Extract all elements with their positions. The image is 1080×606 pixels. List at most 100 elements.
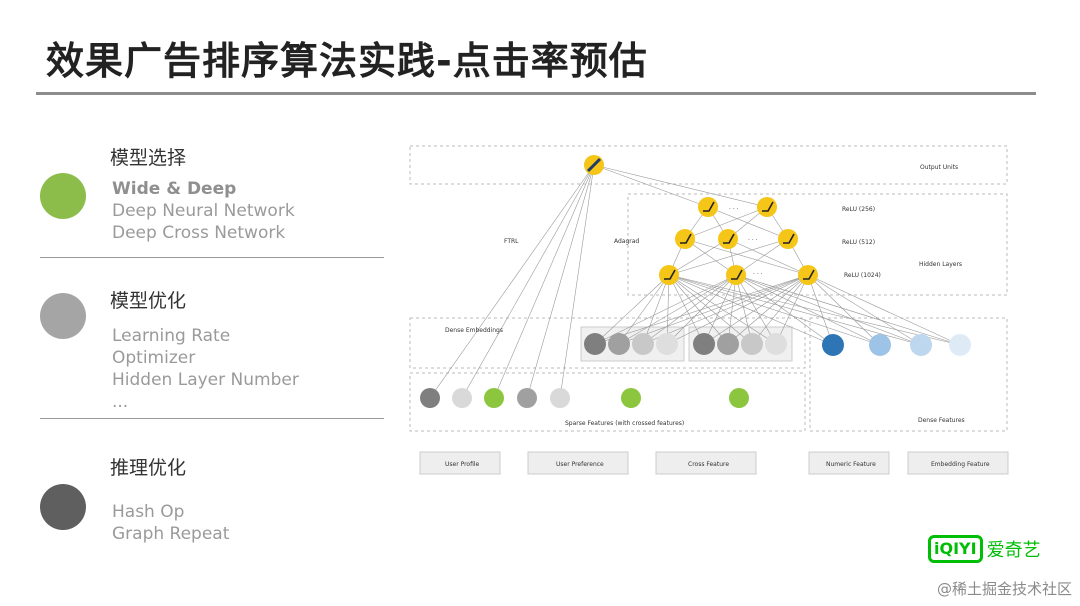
sparse-feature-node — [517, 388, 537, 408]
connection-line — [735, 274, 753, 345]
section-divider — [40, 418, 384, 419]
section-heading: 推理优化 — [110, 457, 187, 479]
output-node — [584, 155, 604, 175]
logo-text: 爱奇艺 — [986, 540, 1041, 561]
relu-node — [778, 229, 798, 249]
output-units-box — [409, 145, 1008, 185]
adagrad-label: Adagrad — [614, 238, 639, 245]
relu-512-label: ReLU (512) — [842, 239, 875, 246]
relu-node-circle — [726, 265, 746, 285]
connection-lines — [429, 164, 961, 399]
connection-line — [618, 274, 809, 345]
relu-node — [659, 265, 679, 285]
section-inference-optimization: 推理优化 Hash Op Graph Repeat — [40, 450, 384, 550]
connection-line — [727, 274, 809, 345]
page-title: 效果广告排序算法实践-点击率预估 — [46, 39, 648, 83]
ftrl-label: FTRL — [504, 238, 519, 245]
sparse-feature-node — [729, 388, 749, 408]
relu-icon — [762, 201, 774, 212]
ellipsis: · · · — [753, 271, 763, 278]
section-bullet-icon — [40, 173, 86, 219]
connection-line — [642, 274, 809, 345]
connection-line — [642, 274, 670, 345]
connection-line — [559, 164, 595, 399]
list-item: Hash Op — [112, 502, 185, 522]
connection-line — [807, 274, 834, 346]
connection-line — [668, 274, 705, 345]
connection-line — [727, 274, 737, 345]
legend-label: Cross Feature — [688, 461, 729, 468]
connection-line — [735, 274, 834, 346]
relu-node — [798, 265, 818, 285]
ellipsis: · · · — [729, 206, 739, 213]
section-items: Learning Rate Optimizer Hidden Layer Num… — [112, 325, 299, 413]
connection-line — [593, 164, 709, 208]
connection-line — [735, 274, 922, 346]
relu-node-circle — [798, 265, 818, 285]
section-model-optimization: 模型优化 Learning Rate Optimizer Hidden Laye… — [40, 283, 384, 413]
embedding-node — [584, 333, 606, 355]
list-item: Graph Repeat — [112, 524, 230, 544]
wide-deep-diagram-svg: Output Units Hidden Layers FTRL Adagrad … — [409, 145, 1009, 475]
hidden-layers-label: Hidden Layers — [919, 261, 962, 268]
section-divider — [40, 257, 384, 258]
sparse-features-label: Sparse Features (with crossed features) — [565, 420, 684, 427]
legend-user-preference: User Preference — [527, 451, 629, 475]
relu-icon — [703, 201, 715, 212]
nodes — [420, 155, 971, 408]
section-heading: 模型选择 — [110, 147, 187, 169]
connection-line — [668, 274, 753, 345]
sparse-feature-node — [550, 388, 570, 408]
relu-node-circle — [698, 197, 718, 217]
relu-node — [726, 265, 746, 285]
list-item: Learning Rate — [112, 326, 231, 346]
relu-node-circle — [778, 229, 798, 249]
connection-line — [668, 238, 729, 276]
sparse-features-box — [409, 372, 806, 432]
connection-line — [593, 164, 768, 208]
connection-line — [668, 238, 789, 276]
relu-icon — [680, 233, 692, 244]
connection-line — [807, 274, 881, 346]
connection-line — [668, 274, 922, 346]
connection-line — [666, 274, 670, 345]
sparse-feature-node — [420, 388, 440, 408]
dense-feature-node — [822, 334, 844, 356]
connection-line — [642, 274, 737, 345]
list-item: Wide & Deep — [112, 179, 237, 199]
legend-numeric-feature: Numeric Feature — [808, 451, 890, 475]
connection-line — [751, 274, 809, 345]
list-item: Hidden Layer Number — [112, 370, 299, 390]
connection-line — [684, 238, 737, 276]
relu-node — [718, 229, 738, 249]
section-heading: 模型优化 — [110, 290, 187, 312]
connection-line — [735, 274, 881, 346]
iqiyi-logo: iQIYI 爱奇艺 — [928, 534, 1041, 564]
connection-line — [707, 206, 789, 240]
ellipsis: · · · — [748, 237, 758, 244]
wide-deep-diagram: Output Units Hidden Layers FTRL Adagrad … — [405, 140, 1015, 480]
legend-embedding-feature: Embedding Feature — [907, 451, 1009, 475]
relu-node-circle — [718, 229, 738, 249]
legend-label: User Profile — [445, 461, 480, 468]
legend-label: User Preference — [556, 461, 604, 468]
connection-line — [684, 206, 768, 240]
dense-feature-node — [949, 334, 971, 356]
legend-label: Embedding Feature — [931, 461, 990, 468]
connection-line — [775, 274, 809, 345]
relu-node-circle — [757, 197, 777, 217]
embedding-node — [741, 333, 763, 355]
connection-line — [727, 238, 809, 276]
list-item: Optimizer — [112, 348, 196, 368]
relu-icon — [723, 233, 735, 244]
dense-embeddings-box — [409, 317, 806, 369]
output-units-label: Output Units — [920, 164, 958, 171]
relu-icon — [664, 269, 676, 280]
embedding-node — [717, 333, 739, 355]
list-item: ... — [112, 392, 129, 412]
title-rule — [36, 92, 1036, 95]
embedding-node — [656, 333, 678, 355]
embedding-node — [693, 333, 715, 355]
connection-line — [666, 274, 809, 345]
connection-line — [429, 164, 595, 399]
